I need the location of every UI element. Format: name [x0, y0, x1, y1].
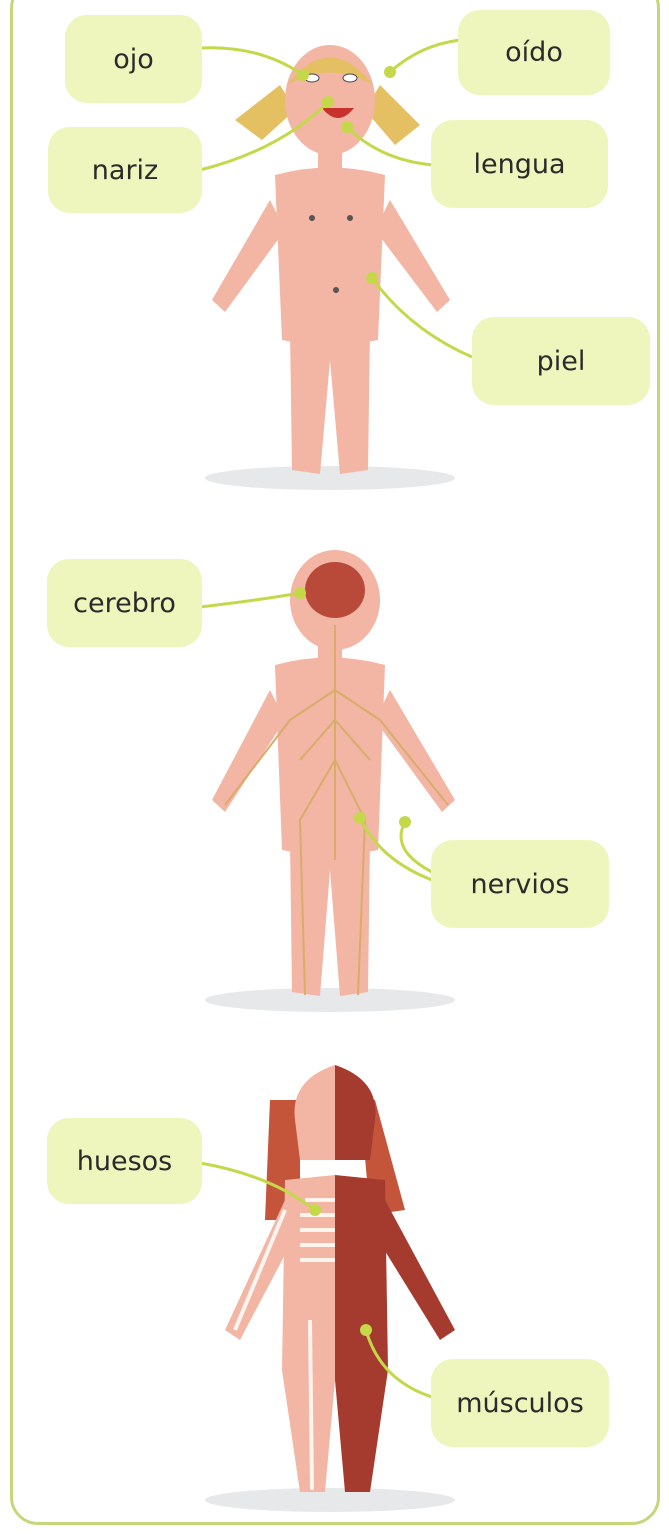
- leader-dot-nervios-arm: [399, 816, 411, 828]
- leader-ojo: [200, 48, 303, 75]
- label-cerebro: cerebro: [47, 559, 202, 647]
- leader-lengua: [347, 127, 433, 165]
- leader-dot-piel: [366, 272, 378, 284]
- label-nervios: nervios: [431, 840, 609, 928]
- leader-dot-ojo: [297, 69, 309, 81]
- leader-dot-nariz: [322, 96, 334, 108]
- label-ojo: ojo: [65, 15, 202, 103]
- label-huesos: huesos: [47, 1118, 202, 1204]
- leader-piel: [372, 278, 472, 357]
- leader-cerebro: [200, 593, 300, 607]
- label-oido: oído: [458, 10, 610, 95]
- leader-dot-nervios-body: [354, 812, 366, 824]
- label-musculos: músculos: [431, 1359, 609, 1447]
- label-lengua: lengua: [431, 120, 608, 208]
- leader-dot-musculos: [360, 1324, 372, 1336]
- leader-dot-oido: [384, 66, 396, 78]
- leader-huesos: [200, 1163, 315, 1210]
- leader-nervios-body: [360, 818, 432, 880]
- leader-nervios-arm: [401, 822, 432, 872]
- leader-dot-cerebro: [294, 587, 306, 599]
- leader-nariz: [200, 102, 328, 170]
- leader-oido: [390, 40, 460, 72]
- label-piel: piel: [472, 317, 650, 405]
- leader-dot-lengua: [341, 121, 353, 133]
- leader-dot-huesos: [309, 1204, 321, 1216]
- leader-musculos: [366, 1330, 432, 1397]
- label-nariz: nariz: [48, 127, 202, 213]
